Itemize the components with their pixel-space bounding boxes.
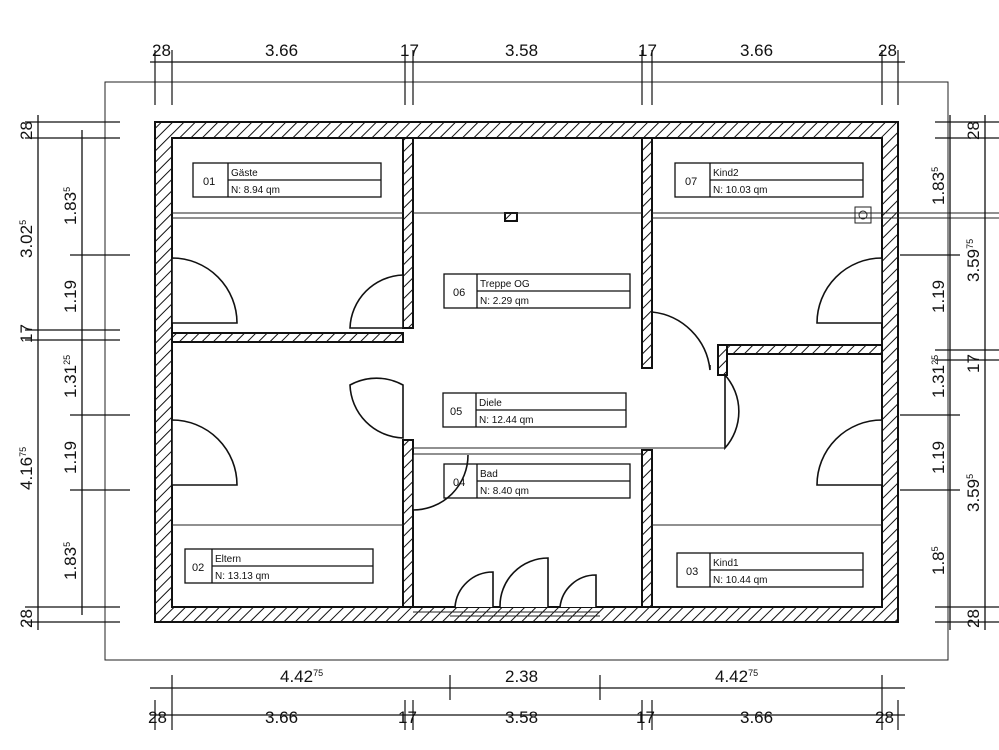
svg-text:1.835: 1.835 (929, 167, 948, 205)
svg-text:1.3125: 1.3125 (929, 355, 948, 398)
doors (171, 257, 883, 617)
room-name: Gäste (231, 168, 258, 179)
svg-text:17: 17 (17, 324, 36, 343)
svg-text:4.4275: 4.4275 (280, 667, 323, 686)
svg-text:17: 17 (638, 41, 657, 60)
svg-text:28: 28 (964, 121, 983, 140)
room-label-diele: 05 Diele N: 12.44 qm (442, 392, 627, 428)
room-area: N: 2.29 qm (480, 296, 529, 307)
svg-text:28: 28 (17, 609, 36, 628)
room-name: Diele (479, 398, 502, 409)
room-label-eltern: 02 Eltern N: 13.13 qm (184, 548, 374, 584)
room-number: 03 (686, 566, 698, 578)
dimension-bottom: 28 3.66 17 3.58 17 3.66 28 (148, 708, 894, 727)
room-label-treppe: 06 Treppe OG N: 2.29 qm (443, 273, 631, 309)
svg-text:1.19: 1.19 (929, 280, 948, 313)
room-name: Kind2 (713, 168, 739, 179)
room-area: N: 8.40 qm (480, 486, 529, 497)
svg-text:1.85: 1.85 (929, 546, 948, 575)
svg-text:3.66: 3.66 (740, 708, 773, 727)
room-name: Bad (480, 469, 498, 480)
svg-text:3.595: 3.595 (964, 474, 983, 512)
room-number: 06 (453, 287, 465, 299)
site-outline (104, 81, 949, 661)
svg-text:28: 28 (152, 41, 171, 60)
room-number: 02 (192, 562, 204, 574)
svg-text:1.835: 1.835 (61, 187, 80, 225)
room-area: N: 13.13 qm (215, 571, 269, 582)
dimension-right-inner: 1.835 1.19 1.3125 1.19 1.85 (929, 167, 948, 575)
dimension-left-outer: 28 3.025 17 4.1675 28 (17, 121, 36, 628)
svg-text:28: 28 (17, 121, 36, 140)
fixture-lines (172, 206, 999, 526)
room-name: Treppe OG (480, 279, 530, 290)
svg-text:1.19: 1.19 (61, 280, 80, 313)
svg-text:4.1675: 4.1675 (17, 447, 36, 490)
dimension-left-inner: 1.835 1.19 1.3125 1.19 1.835 (61, 187, 80, 580)
room-name: Eltern (215, 554, 241, 565)
room-area: N: 10.44 qm (713, 575, 767, 586)
svg-text:3.58: 3.58 (505, 708, 538, 727)
svg-text:17: 17 (398, 708, 417, 727)
room-name: Kind1 (713, 558, 739, 569)
dimension-right-outer: 28 3.5975 17 3.595 28 (964, 121, 983, 628)
svg-text:3.66: 3.66 (740, 41, 773, 60)
svg-text:28: 28 (964, 609, 983, 628)
room-area: N: 8.94 qm (231, 185, 280, 196)
room-label-kind2: 07 Kind2 N: 10.03 qm (674, 162, 864, 198)
dimension-lines (25, 50, 999, 730)
svg-text:3.025: 3.025 (17, 220, 36, 258)
svg-text:3.66: 3.66 (265, 41, 298, 60)
svg-text:2.38: 2.38 (505, 667, 538, 686)
room-area: N: 10.03 qm (713, 185, 767, 196)
svg-text:28: 28 (875, 708, 894, 727)
svg-text:17: 17 (636, 708, 655, 727)
svg-text:3.5975: 3.5975 (964, 239, 983, 282)
room-number: 05 (450, 406, 462, 418)
room-number: 01 (203, 176, 215, 188)
room-number: 07 (685, 176, 697, 188)
room-number: 04 (453, 477, 465, 489)
svg-text:28: 28 (148, 708, 167, 727)
room-area: N: 12.44 qm (479, 415, 533, 426)
room-label-gaeste: 01 Gäste N: 8.94 qm (192, 162, 382, 198)
svg-text:3.66: 3.66 (265, 708, 298, 727)
svg-text:4.4275: 4.4275 (715, 667, 758, 686)
svg-text:3.58: 3.58 (505, 41, 538, 60)
svg-text:1.19: 1.19 (929, 441, 948, 474)
dimension-top: 28 3.66 17 3.58 17 3.66 28 (152, 41, 897, 60)
svg-text:17: 17 (400, 41, 419, 60)
svg-text:28: 28 (878, 41, 897, 60)
svg-text:17: 17 (964, 354, 983, 373)
svg-text:1.835: 1.835 (61, 542, 80, 580)
svg-text:1.19: 1.19 (61, 441, 80, 474)
interior-walls (171, 137, 883, 608)
dimension-bottom-outer: 4.4275 2.38 4.4275 (280, 667, 758, 686)
room-label-bad: 04 Bad N: 8.40 qm (443, 463, 631, 499)
svg-text:1.3125: 1.3125 (61, 355, 80, 398)
room-label-kind1: 03 Kind1 N: 10.44 qm (676, 552, 864, 588)
